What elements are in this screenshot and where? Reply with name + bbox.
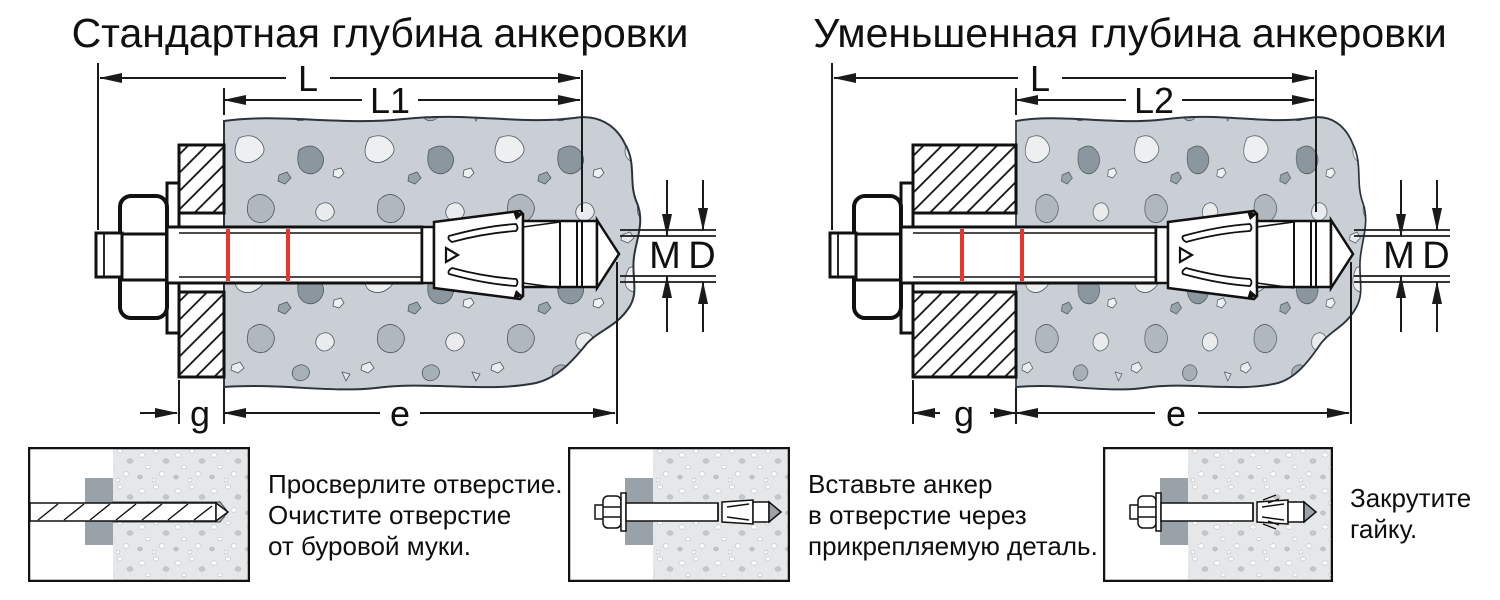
step-line: Закрутите: [1350, 483, 1472, 513]
step1-text: Просверлите отверстие. Очистите отверсти…: [268, 469, 563, 562]
bolt-end: [94, 231, 124, 279]
dimension-e: e: [1015, 262, 1352, 434]
dimension-L: L: [97, 58, 583, 230]
diagram-standard-depth: Стандартная глубина анкеровки: [72, 10, 716, 434]
label-thread-diameter: M: [649, 235, 681, 277]
step3-text: Закрутите гайку.: [1350, 483, 1471, 545]
expansion-sleeve: [1166, 209, 1259, 301]
label-grip: g: [190, 393, 210, 434]
label-anchor-length: L2: [1134, 80, 1174, 121]
dimension-g: g: [140, 380, 210, 434]
drill-bit: [29, 501, 230, 523]
label-thread-diameter: M: [1383, 235, 1415, 277]
expansion-sleeve: [432, 209, 525, 301]
expanded-sleeve-lines: [1262, 494, 1280, 530]
dimension-g: g: [912, 380, 1017, 434]
diagram-title: Стандартная глубина анкеровки: [72, 10, 689, 56]
step-line: прикрепляемую деталь.: [808, 531, 1098, 561]
label-embedment: e: [1166, 393, 1186, 434]
step2-text: Вставьте анкер в отверстие через прикреп…: [808, 469, 1098, 562]
fixture-plate: [177, 143, 226, 379]
step-line: Вставьте анкер: [808, 469, 993, 499]
step-line: в отверстие через: [808, 500, 1027, 530]
diagram-title: Уменьшенная глубина анкеровки: [813, 10, 1447, 56]
cone-tip: [521, 215, 621, 293]
label-total-length: L: [1030, 58, 1050, 99]
cone-tip: [1255, 215, 1355, 293]
diagram-reduced-depth: Уменьшенная глубина анкеровки: [813, 10, 1450, 434]
technical-diagrams-canvas: Стандартная глубина анкеровки: [72, 10, 1450, 434]
dimension-L: L: [831, 58, 1317, 230]
label-anchor-length: L1: [370, 80, 410, 121]
step-line: Просверлите отверстие.: [268, 469, 563, 499]
label-total-length: L: [298, 58, 318, 99]
dimension-L1: L1: [223, 80, 581, 121]
anchor-body: [165, 225, 436, 285]
label-drill-diameter: D: [688, 235, 715, 277]
step2-illustration: [567, 446, 791, 587]
step-line: гайку.: [1350, 514, 1418, 544]
dimension-M-D: M D: [649, 180, 716, 332]
dimension-L2: L2: [1015, 80, 1315, 121]
bolt-end: [828, 231, 858, 279]
fixture-plate: [911, 143, 1018, 379]
step3-illustration: [1102, 446, 1334, 587]
dimension-e: e: [223, 262, 618, 434]
label-embedment: e: [390, 393, 410, 434]
hex-nut: [852, 194, 903, 320]
step1-illustration: [27, 446, 251, 587]
step-line: Очистите отверстие: [268, 500, 512, 530]
step-line: от буровой муки.: [268, 531, 471, 561]
label-grip: g: [954, 393, 974, 434]
hex-nut: [118, 194, 169, 320]
anchor-body: [899, 225, 1170, 285]
dimension-M-D: M D: [1383, 180, 1450, 332]
label-drill-diameter: D: [1422, 235, 1449, 277]
